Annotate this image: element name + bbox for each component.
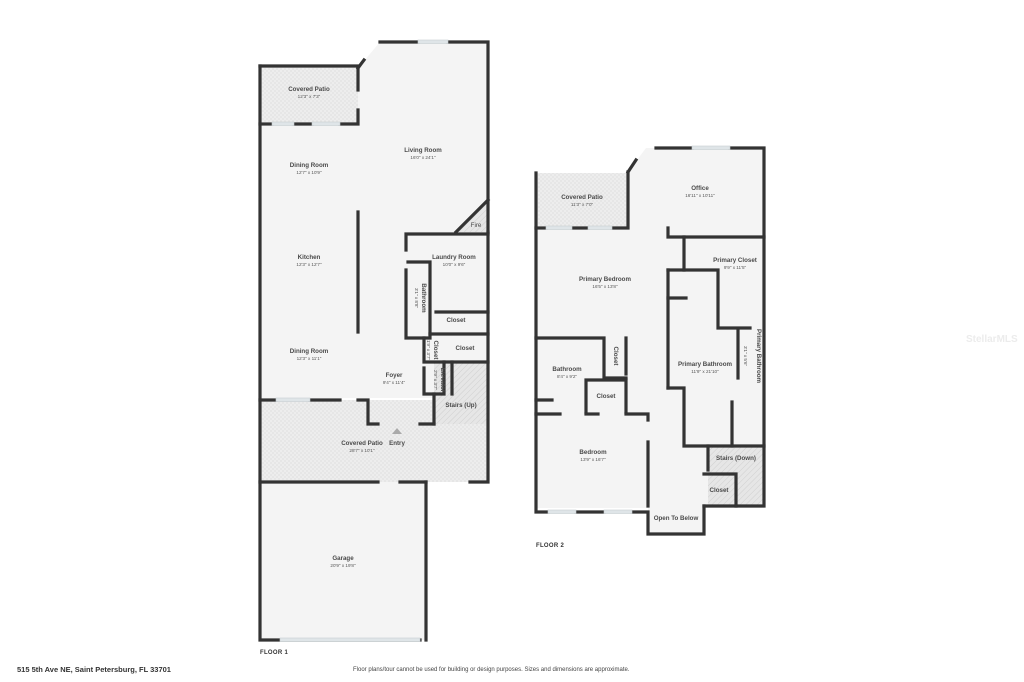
svg-text:13'9" x 16'7": 13'9" x 16'7" <box>580 457 606 462</box>
svg-text:Stairs (Down): Stairs (Down) <box>716 455 756 462</box>
svg-text:Primary Closet: Primary Closet <box>713 257 757 264</box>
disclaimer: Floor plans/tour cannot be used for buil… <box>353 667 630 673</box>
svg-text:11'3" x 7'0": 11'3" x 7'0" <box>571 202 594 207</box>
svg-text:Kitchen: Kitchen <box>298 254 321 261</box>
property-address: 515 5th Ave NE, Saint Petersburg, FL 337… <box>17 665 171 674</box>
svg-text:Primary Bedroom: Primary Bedroom <box>579 276 631 283</box>
svg-text:Foyer: Foyer <box>386 372 403 379</box>
svg-text:Closet: Closet <box>710 487 729 494</box>
svg-text:16'0" x 24'1": 16'0" x 24'1" <box>410 155 436 160</box>
svg-text:9'9" x 11'5": 9'9" x 11'5" <box>724 265 747 270</box>
floor-1-covered-patio-top <box>260 66 358 124</box>
floor-1-windows <box>271 39 449 642</box>
svg-text:Covered Patio: Covered Patio <box>341 440 383 447</box>
svg-text:Fire: Fire <box>471 222 482 229</box>
svg-text:Closet: Closet <box>612 347 619 366</box>
floor-1-walls <box>258 40 491 642</box>
svg-text:Office: Office <box>691 185 709 192</box>
svg-text:Bathroom: Bathroom <box>420 283 427 313</box>
floor-2-covered-patio <box>536 173 628 228</box>
svg-text:Closet: Closet <box>447 317 466 324</box>
svg-text:12'7" x 10'9": 12'7" x 10'9" <box>296 170 322 175</box>
svg-text:1'9" x 3'7": 1'9" x 3'7" <box>426 340 431 360</box>
floor-1-labels: Covered Patio 12'3" x 7'3" Living Room 1… <box>260 86 482 656</box>
svg-text:Bedroom: Bedroom <box>579 449 607 456</box>
svg-text:20'9" x 19'8": 20'9" x 19'8" <box>330 563 356 568</box>
svg-text:Laundry Room: Laundry Room <box>432 254 476 261</box>
svg-text:Garage: Garage <box>332 555 354 562</box>
watermark: StellarMLS <box>966 334 1018 345</box>
svg-text:2'9" x 3'7": 2'9" x 3'7" <box>433 370 438 390</box>
svg-text:Bathroom: Bathroom <box>552 366 582 373</box>
svg-text:3'1" x 8'8": 3'1" x 8'8" <box>414 288 419 308</box>
floor-2-label: FLOOR 2 <box>536 543 564 549</box>
svg-text:Dining Room: Dining Room <box>290 162 329 169</box>
svg-text:Open To Below: Open To Below <box>654 515 699 522</box>
svg-text:3'1" x 5'6": 3'1" x 5'6" <box>743 346 748 366</box>
svg-text:Living Room: Living Room <box>404 147 442 154</box>
svg-text:12'3" x 12'7": 12'3" x 12'7" <box>296 262 322 267</box>
svg-text:11'9" x 21'10": 11'9" x 21'10" <box>691 369 719 374</box>
svg-text:Primary Bathroom: Primary Bathroom <box>755 329 762 383</box>
floor-2-open-to-below <box>648 506 704 534</box>
floor-1-label: FLOOR 1 <box>260 650 288 656</box>
svg-text:Primary Bathroom: Primary Bathroom <box>678 361 732 368</box>
svg-text:Entry: Entry <box>389 440 405 447</box>
svg-text:Stairs (Up): Stairs (Up) <box>445 402 476 409</box>
svg-text:9'4" x 11'4": 9'4" x 11'4" <box>383 380 406 385</box>
floor-1-garage-floor <box>260 482 426 640</box>
svg-text:12'3" x 7'3": 12'3" x 7'3" <box>298 94 321 99</box>
svg-text:Covered Patio: Covered Patio <box>288 86 330 93</box>
svg-text:28'7" x 10'1": 28'7" x 10'1" <box>349 448 375 453</box>
floor-2: Covered Patio 11'3" x 7'0" Office 16'11"… <box>534 145 766 549</box>
svg-text:Covered Patio: Covered Patio <box>561 194 603 201</box>
svg-text:10'0" x 9'6": 10'0" x 9'6" <box>443 262 466 267</box>
svg-text:8'4" x 9'2": 8'4" x 9'2" <box>557 374 577 379</box>
floor-2-windows <box>545 145 731 514</box>
svg-text:Closet: Closet <box>432 341 439 360</box>
entry-arrow-icon <box>392 428 402 434</box>
svg-text:Elevator: Elevator <box>439 368 446 393</box>
floor-2-labels: Covered Patio 11'3" x 7'0" Office 16'11"… <box>536 185 762 549</box>
svg-text:Closet: Closet <box>597 393 616 400</box>
floor-2-walls <box>534 146 766 536</box>
floor-1: Covered Patio 12'3" x 7'3" Living Room 1… <box>258 39 491 656</box>
svg-text:Dining Room: Dining Room <box>290 348 329 355</box>
svg-text:16'11" x 10'11": 16'11" x 10'11" <box>685 193 715 198</box>
svg-text:Closet: Closet <box>456 345 475 352</box>
svg-text:16'5" x 13'8": 16'5" x 13'8" <box>592 284 618 289</box>
svg-text:12'3" x 11'1": 12'3" x 11'1" <box>297 356 322 361</box>
